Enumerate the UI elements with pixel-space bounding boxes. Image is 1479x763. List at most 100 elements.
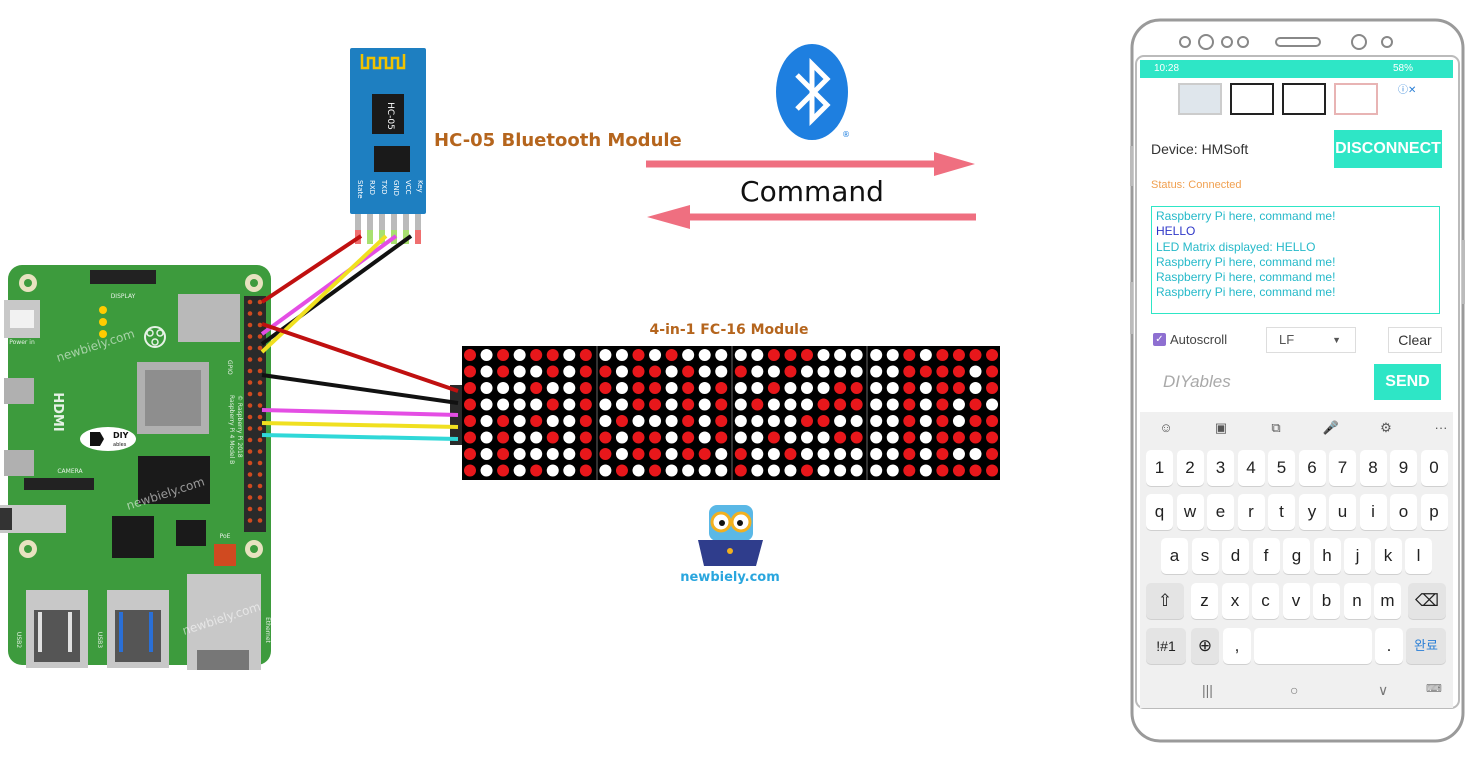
- key-a[interactable]: a: [1161, 538, 1188, 574]
- hc05-pin: [415, 214, 421, 244]
- key-w[interactable]: w: [1176, 494, 1204, 530]
- gpio-pin: [257, 322, 263, 328]
- symbols-key[interactable]: !#1: [1146, 628, 1186, 664]
- language-key[interactable]: ⊕: [1191, 628, 1219, 664]
- key-1[interactable]: 1: [1146, 450, 1173, 486]
- key-z[interactable]: z: [1191, 583, 1218, 619]
- done-key[interactable]: 완료: [1406, 628, 1446, 664]
- key-u[interactable]: u: [1329, 494, 1356, 530]
- led-dot: [632, 349, 645, 361]
- led-dot: [546, 365, 559, 378]
- key-7[interactable]: 7: [1329, 450, 1356, 486]
- led-dot: [682, 398, 695, 411]
- key-y[interactable]: y: [1298, 494, 1326, 530]
- led-dot: [952, 415, 965, 427]
- line-ending-select[interactable]: LF ▼: [1266, 327, 1356, 353]
- led-dot: [497, 415, 510, 427]
- key-8[interactable]: 8: [1359, 450, 1387, 486]
- gpio-pin: [247, 483, 253, 489]
- led-dot: [784, 415, 797, 427]
- key-2[interactable]: 2: [1176, 450, 1204, 486]
- emoji-icon[interactable]: ☺: [1159, 420, 1173, 435]
- key-3[interactable]: 3: [1207, 450, 1234, 486]
- send-button[interactable]: SEND: [1374, 364, 1441, 400]
- key-j[interactable]: j: [1344, 538, 1371, 574]
- keyboard-hide-button[interactable]: ⌨: [1426, 683, 1442, 695]
- period-key[interactable]: .: [1375, 628, 1403, 664]
- key-5[interactable]: 5: [1268, 450, 1295, 486]
- key-6[interactable]: 6: [1298, 450, 1326, 486]
- led-dot: [513, 398, 526, 411]
- key-l[interactable]: l: [1405, 538, 1432, 574]
- backspace-key[interactable]: ⌫: [1408, 583, 1446, 619]
- key-k[interactable]: k: [1374, 538, 1402, 574]
- ad-banner[interactable]: ⓘ✕: [1140, 78, 1453, 120]
- led-dot: [579, 398, 592, 411]
- hc05-pin: [355, 214, 361, 244]
- key-e[interactable]: e: [1207, 494, 1234, 530]
- shift-key[interactable]: ⇧: [1146, 583, 1184, 619]
- gpio-pin: [257, 518, 263, 523]
- key-c[interactable]: c: [1252, 583, 1279, 619]
- key-x[interactable]: x: [1221, 583, 1249, 619]
- hc05-chip-text: HC-05: [385, 102, 395, 130]
- autoscroll-toggle[interactable]: ✓ Autoscroll: [1153, 332, 1227, 347]
- key-r[interactable]: r: [1237, 494, 1265, 530]
- settings-icon[interactable]: ⚙: [1380, 420, 1392, 435]
- led-dot: [698, 382, 711, 394]
- key-g[interactable]: g: [1283, 538, 1310, 574]
- clear-button[interactable]: Clear: [1388, 327, 1442, 353]
- microphone-icon[interactable]: 🎤: [1322, 420, 1340, 435]
- led-dot: [546, 382, 559, 394]
- led-dot: [530, 398, 543, 411]
- led-dot: [936, 349, 949, 361]
- back-button[interactable]: ∨: [1378, 682, 1389, 698]
- key-9[interactable]: 9: [1390, 450, 1417, 486]
- key-m[interactable]: m: [1374, 583, 1401, 619]
- led-dot: [599, 415, 612, 427]
- led-dot: [480, 365, 493, 378]
- led-dot: [801, 382, 813, 394]
- key-n[interactable]: n: [1343, 583, 1371, 619]
- key-h[interactable]: h: [1313, 538, 1341, 574]
- key-s[interactable]: s: [1191, 538, 1219, 574]
- clipboard-icon[interactable]: ▣: [1214, 420, 1228, 435]
- led-dot: [497, 431, 510, 444]
- led-dot: [682, 365, 695, 378]
- more-icon[interactable]: ···: [1434, 420, 1448, 435]
- home-button[interactable]: ○: [1290, 682, 1299, 698]
- led-dot: [530, 415, 543, 427]
- led-dot: [497, 448, 510, 460]
- recent-apps-button[interactable]: |||: [1202, 682, 1213, 698]
- key-4[interactable]: 4: [1237, 450, 1265, 486]
- led-dot: [497, 349, 510, 361]
- led-dot: [903, 382, 916, 394]
- led-dot: [599, 464, 612, 477]
- gpio-pin: [257, 311, 263, 316]
- key-f[interactable]: f: [1252, 538, 1280, 574]
- key-d[interactable]: d: [1222, 538, 1249, 574]
- gpio-pin: [247, 380, 253, 385]
- key-i[interactable]: i: [1359, 494, 1387, 530]
- disconnect-button[interactable]: DISCONNECT: [1334, 130, 1442, 168]
- command-input[interactable]: [1151, 364, 1367, 400]
- key-o[interactable]: o: [1390, 494, 1417, 530]
- led-dot: [834, 448, 847, 460]
- led-dot: [579, 415, 592, 427]
- key-b[interactable]: b: [1313, 583, 1340, 619]
- key-q[interactable]: q: [1146, 494, 1173, 530]
- key-p[interactable]: p: [1420, 494, 1448, 530]
- keyboard-mode-icon[interactable]: ⧉: [1271, 420, 1281, 435]
- gpio-pin: [257, 437, 263, 443]
- key-v[interactable]: v: [1282, 583, 1310, 619]
- key-0[interactable]: 0: [1420, 450, 1448, 486]
- led-dot: [784, 431, 797, 444]
- led-dot: [817, 448, 830, 460]
- key-t[interactable]: t: [1268, 494, 1295, 530]
- led-dot: [919, 398, 932, 411]
- ad-close-icon[interactable]: ⓘ✕: [1398, 85, 1417, 96]
- space-key[interactable]: [1254, 628, 1372, 664]
- led-dot: [734, 415, 747, 427]
- comma-key[interactable]: ,: [1223, 628, 1251, 664]
